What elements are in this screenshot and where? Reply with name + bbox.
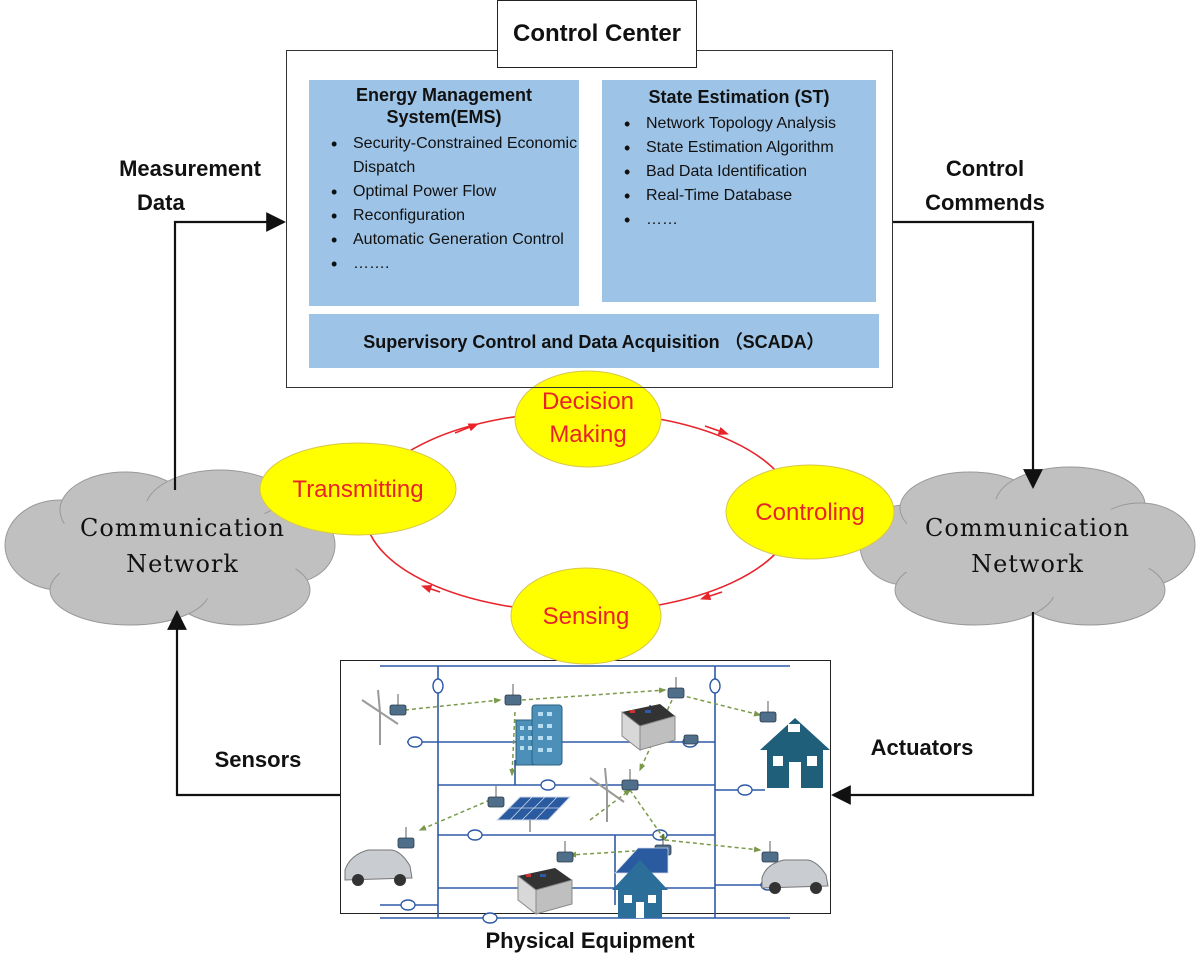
- ems-item: Automatic Generation Control: [309, 228, 579, 252]
- control-commends-line-2: Commends: [925, 190, 1045, 215]
- sensors-label: Sensors: [214, 747, 302, 772]
- solar-house-icon: [612, 847, 669, 918]
- st-panel: State Estimation (ST) Network Topology A…: [602, 80, 876, 302]
- power-bus-lines: [380, 665, 790, 919]
- wind-turbine-1: [361, 689, 399, 745]
- ems-item: Optimal Power Flow: [309, 180, 579, 204]
- st-item: Network Topology Analysis: [602, 112, 876, 136]
- arrow-to-physical: [831, 612, 1035, 805]
- st-item: State Estimation Algorithm: [602, 136, 876, 160]
- measurement-data-label: Measurement Data: [95, 152, 285, 220]
- ems-list: Security-Constrained Economic Dispatch O…: [309, 132, 579, 276]
- decision-making-label: Decision Making: [515, 385, 661, 451]
- car-icon-right: [761, 859, 829, 894]
- measurement-data-line-2: Data: [137, 190, 185, 215]
- st-list: Network Topology Analysis State Estimati…: [602, 112, 876, 232]
- house-icon: [760, 718, 830, 788]
- bubble-decision-making: [514, 370, 662, 468]
- physical-equipment-drawing: [344, 665, 830, 924]
- wind-turbine-2: [589, 767, 625, 822]
- control-center-title: Control Center: [497, 0, 697, 68]
- sensor-nodes: [389, 677, 779, 863]
- st-item: Real-Time Database: [602, 184, 876, 208]
- arrow-to-control-center: [173, 212, 286, 490]
- left-network-label: Communication Network: [50, 510, 315, 582]
- scada-bar: Supervisory Control and Data Acquisition…: [309, 314, 879, 368]
- cloud-left: [4, 469, 336, 626]
- decision-making-line-1: Decision: [541, 388, 635, 415]
- left-network-line-1: Communication: [80, 514, 285, 542]
- ems-item: …….: [309, 252, 579, 276]
- control-commends-label: Control Commends: [900, 152, 1070, 220]
- car-icon-left: [344, 849, 413, 886]
- right-network-line-1: Communication: [925, 514, 1130, 542]
- controling-label: Controling: [755, 499, 865, 526]
- arrow-to-right-network: [893, 220, 1043, 489]
- measurement-data-line-1: Measurement: [119, 156, 261, 181]
- st-heading: State Estimation (ST): [648, 87, 830, 107]
- cycle-bubbles: [259, 370, 895, 665]
- ems-item: Reconfiguration: [309, 204, 579, 228]
- st-item: ……: [602, 208, 876, 232]
- battery-icon-1: [621, 704, 676, 752]
- ems-heading: Energy Management System(EMS): [355, 85, 533, 127]
- sensor-links: [404, 687, 762, 858]
- battery-icon-2: [517, 868, 573, 916]
- bubble-controling: [725, 464, 895, 560]
- office-building-icon: [515, 704, 563, 766]
- flow-arrows: [167, 212, 1043, 805]
- right-network-label: Communication Network: [895, 510, 1160, 582]
- control-commends-line-1: Control: [945, 156, 1025, 181]
- physical-equipment-label: Physical Equipment: [485, 928, 695, 953]
- transmitting-label: Transmitting: [292, 476, 424, 503]
- bubble-transmitting: [259, 442, 457, 536]
- ems-item: Security-Constrained Economic Dispatch: [309, 132, 579, 180]
- bus-switches: [400, 678, 776, 924]
- bubble-sensing: [510, 567, 662, 665]
- actuators-label: Actuators: [870, 735, 974, 760]
- st-item: Bad Data Identification: [602, 160, 876, 184]
- sensing-label: Sensing: [542, 603, 630, 630]
- decision-making-line-2: Making: [549, 421, 627, 448]
- right-network-line-2: Network: [971, 550, 1084, 578]
- left-network-line-2: Network: [126, 550, 239, 578]
- ems-panel: Energy Management System(EMS) Security-C…: [309, 80, 579, 306]
- arrow-to-left-network: [167, 610, 340, 797]
- solar-panel-icon: [495, 796, 572, 832]
